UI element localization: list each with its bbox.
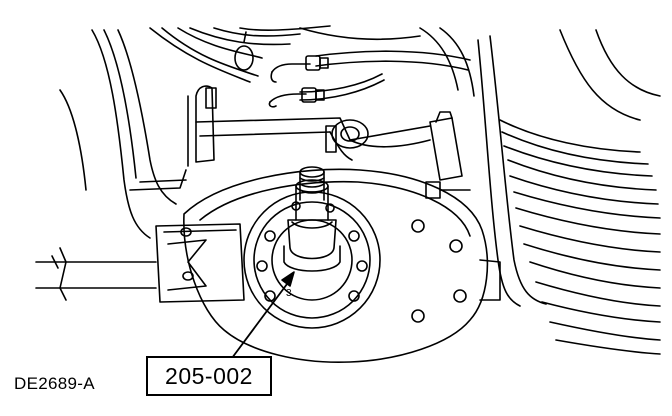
top-tubing [149,25,475,101]
tool-callout-box: 205-002 [146,356,272,396]
pinion-tool [283,166,341,272]
housing-bolt-holes [411,219,467,323]
pinion-flange [243,191,467,329]
callout-leader [231,271,295,359]
axle-tube-left [35,247,157,301]
differential-housing [183,168,501,364]
figure-id-label: DE2689-A [14,374,95,393]
flange-mark-3: 3 [286,288,292,299]
upper-bracket [187,85,431,167]
left-frame-contours [59,29,187,239]
tool-callout-label: 205-002 [165,362,253,389]
right-spring-contours [477,29,661,355]
spring-pad-bracket [155,223,245,303]
brake-fittings [234,31,329,108]
